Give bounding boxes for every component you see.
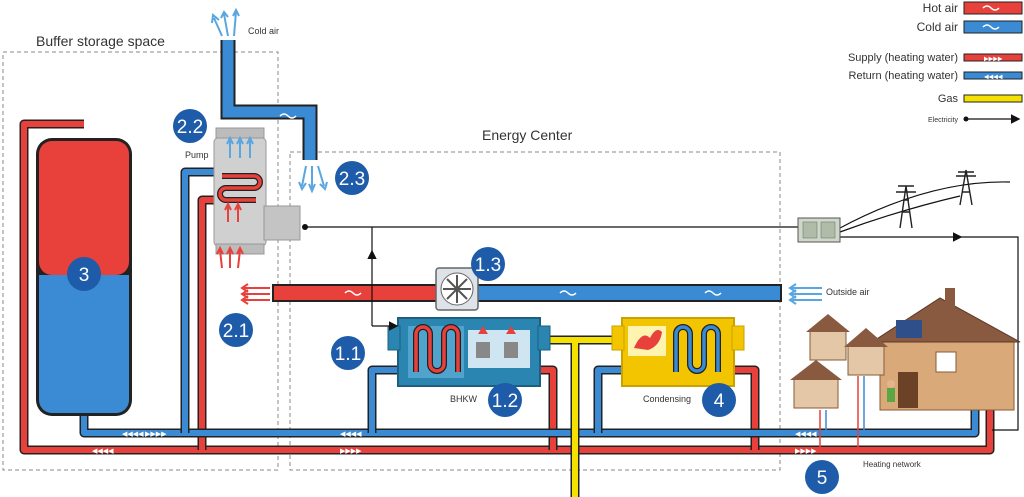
heat-pump-unit [213, 127, 301, 255]
bhkw-label: BHKW [450, 394, 478, 404]
svg-text:2.3: 2.3 [339, 169, 365, 190]
badge-2-2: 2.2 [173, 109, 207, 143]
outside-air-label: Outside air [826, 287, 870, 297]
badge-3: 3 [67, 257, 101, 291]
svg-text:1.1: 1.1 [335, 344, 361, 365]
condensing-boiler [611, 317, 745, 387]
electricity-node [302, 224, 308, 230]
houses-illustration [790, 288, 1021, 450]
air-arrows [211, 7, 822, 305]
badge-2-3: 2.3 [335, 161, 369, 195]
badge-2-1: 2.1 [219, 313, 253, 347]
svg-text:2.1: 2.1 [223, 321, 249, 342]
svg-text:5: 5 [817, 468, 828, 489]
electricity-lines [304, 181, 1019, 431]
return-pipes [79, 167, 980, 438]
transformer-box [797, 217, 841, 243]
condensing-label: Condensing [643, 394, 691, 404]
svg-text:▶▶▶▶: ▶▶▶▶ [795, 447, 817, 455]
cold-air-duct [476, 284, 782, 302]
svg-text:3: 3 [79, 265, 90, 286]
buffer-storage-label: Buffer storage space [36, 33, 165, 49]
badge-1-3: 1.3 [471, 247, 505, 281]
legend-return-label: Return (heating water) [849, 70, 958, 82]
pump-label: Pump [185, 150, 209, 160]
heating-network-label: Heating network [863, 460, 922, 469]
svg-text:▶▶▶▶: ▶▶▶▶ [984, 56, 1003, 63]
duct-wave-markers [279, 113, 722, 296]
gas-pipe [540, 335, 615, 497]
svg-text:▶▶▶▶: ▶▶▶▶ [340, 447, 362, 455]
legend-gas-label: Gas [938, 93, 959, 105]
legend-electricity-label: Electricity [928, 117, 958, 124]
svg-text:◀◀◀◀: ◀◀◀◀ [795, 430, 817, 438]
cold-air-top-label: Cold air [248, 26, 279, 36]
legend: Hot air Cold air Supply (heating water) … [848, 1, 1023, 124]
energy-center-frame [289, 151, 781, 471]
svg-text:◀◀◀◀: ◀◀◀◀ [92, 447, 114, 455]
svg-text:1.2: 1.2 [492, 391, 518, 412]
svg-text:◀◀◀◀: ◀◀◀◀ [122, 430, 144, 438]
power-pylon-icon [896, 169, 976, 229]
svg-text:1.3: 1.3 [475, 255, 501, 276]
badge-1-2: 1.2 [488, 383, 522, 417]
legend-cold-air-label: Cold air [917, 20, 958, 34]
flow-markers: ◀◀◀◀ ▶▶▶▶ ▶▶▶▶ ◀◀◀◀ ▶▶▶▶ ◀◀◀◀ ◀◀◀◀ [92, 430, 817, 455]
svg-text:▶▶▶▶: ▶▶▶▶ [145, 430, 167, 438]
svg-text:◀◀◀◀: ◀◀◀◀ [340, 430, 362, 438]
badge-1-1: 1.1 [331, 336, 365, 370]
buffer-storage-frame [2, 51, 279, 471]
cold-air-duct-top [220, 40, 318, 160]
fan-unit [435, 267, 479, 311]
svg-text:◀◀◀◀: ◀◀◀◀ [984, 74, 1003, 81]
bhkw-unit [387, 317, 551, 387]
energy-center-label: Energy Center [482, 127, 573, 143]
legend-supply-label: Supply (heating water) [848, 52, 958, 64]
svg-text:2.2: 2.2 [177, 117, 203, 138]
badge-5: 5 [805, 460, 839, 494]
legend-hot-air-label: Hot air [923, 1, 958, 15]
badge-4: 4 [702, 383, 736, 417]
hot-air-duct [272, 284, 442, 302]
svg-text:4: 4 [714, 391, 725, 412]
